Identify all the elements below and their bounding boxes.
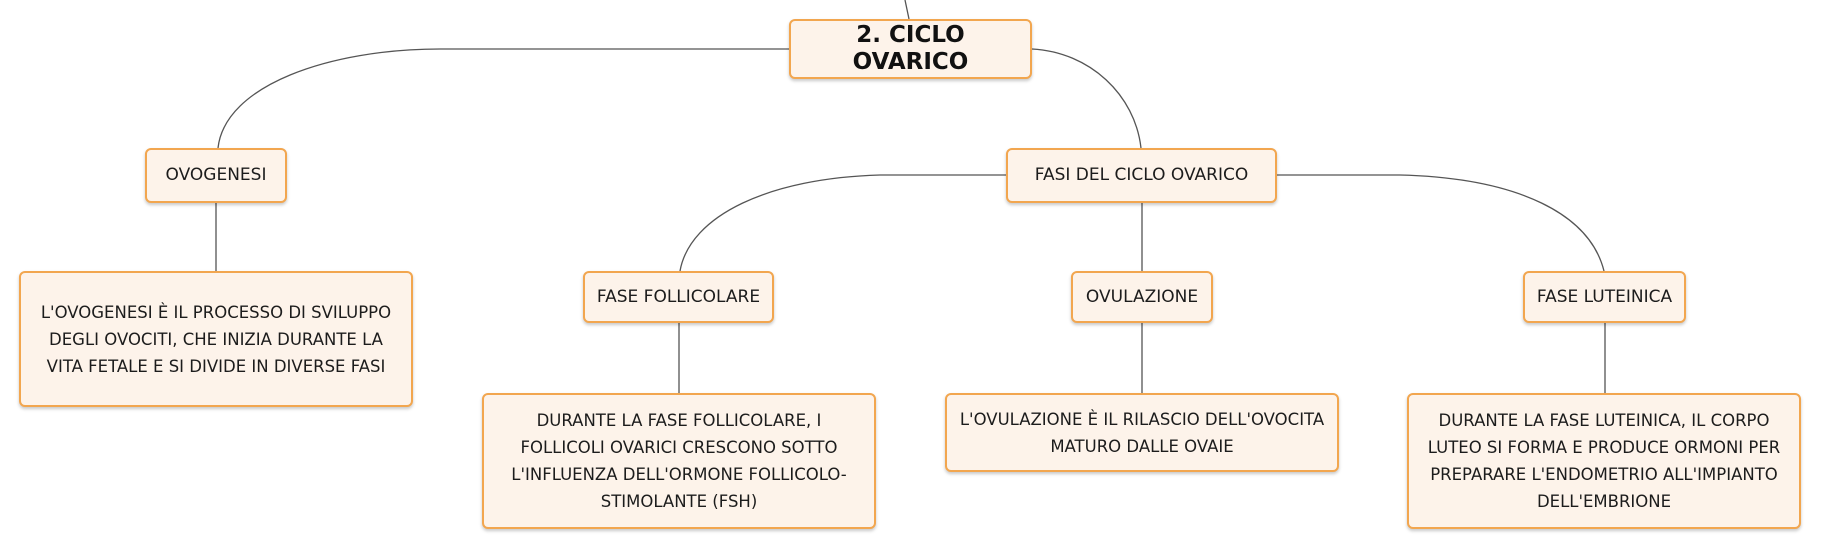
fase-follicolare-node[interactable]: FASE FOLLICOLARE: [583, 271, 774, 323]
connector-root-to-fasi: [1031, 48, 1142, 149]
fase-follicolare-label: FASE FOLLICOLARE: [596, 286, 761, 307]
ovulazione-description-node[interactable]: L'OVULAZIONE È IL RILASCIO DELL'OVOCITA …: [945, 393, 1339, 472]
luteinica-description: DURANTE LA FASE LUTEINICA, IL CORPO LUTE…: [1427, 411, 1781, 511]
fase-luteinica-node[interactable]: FASE LUTEINICA: [1523, 271, 1686, 323]
connector-parent-to-root: [904, 0, 910, 20]
fasi-ciclo-label: FASI DEL CICLO OVARICO: [1034, 165, 1249, 185]
root-node-label: 2. CICLO OVARICO: [852, 22, 969, 75]
connector-root-to-ovogenesi: [217, 48, 790, 149]
ovulazione-label: OVULAZIONE: [1085, 286, 1199, 307]
root-node[interactable]: 2. CICLO OVARICO: [789, 19, 1032, 79]
follicolare-description: DURANTE LA FASE FOLLICOLARE, I FOLLICOLI…: [511, 411, 847, 511]
ovulazione-description: L'OVULAZIONE È IL RILASCIO DELL'OVOCITA …: [959, 409, 1325, 456]
connector-fasi-to-luteinica: [1277, 174, 1605, 272]
ovogenesi-description-node[interactable]: L'OVOGENESI È IL PROCESSO DI SVILUPPO DE…: [19, 271, 413, 407]
ovogenesi-label: OVOGENESI: [165, 165, 267, 185]
ovogenesi-description: L'OVOGENESI È IL PROCESSO DI SVILUPPO DE…: [40, 302, 392, 376]
luteinica-description-node[interactable]: DURANTE LA FASE LUTEINICA, IL CORPO LUTE…: [1407, 393, 1801, 529]
follicolare-description-node[interactable]: DURANTE LA FASE FOLLICOLARE, I FOLLICOLI…: [482, 393, 876, 529]
fase-luteinica-label: FASE LUTEINICA: [1536, 286, 1673, 307]
connector-fasi-to-follicolare: [679, 174, 1007, 272]
ovulazione-node[interactable]: OVULAZIONE: [1071, 271, 1213, 323]
ovogenesi-node[interactable]: OVOGENESI: [145, 148, 287, 203]
fasi-ciclo-node[interactable]: FASI DEL CICLO OVARICO: [1006, 148, 1277, 203]
